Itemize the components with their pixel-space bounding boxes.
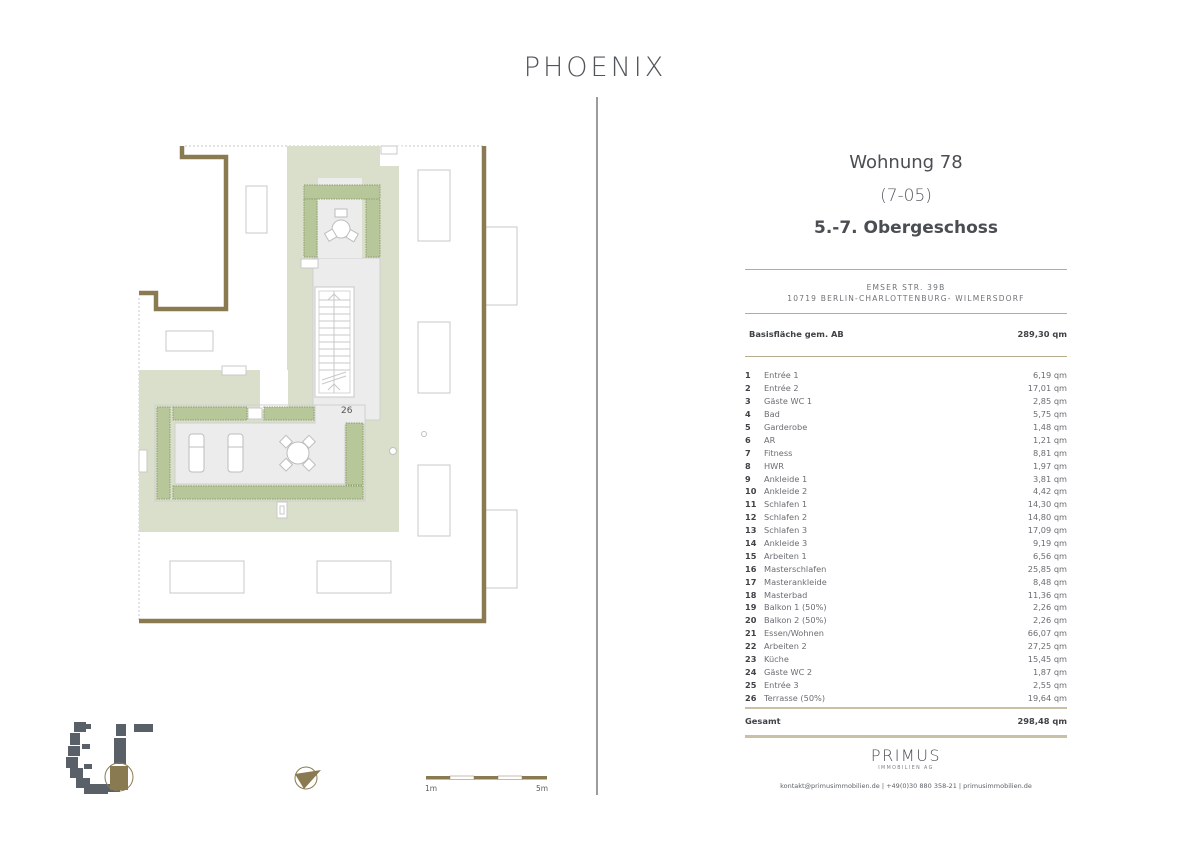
walls [139,146,487,624]
scale-bar [426,775,547,780]
dining-set-small [323,208,360,243]
scale-start-label: 1m [425,784,438,793]
apartment-floor: 5.-7. Obergeschoss [814,218,998,238]
staircase [314,286,355,398]
planters [156,184,381,500]
divider-line [745,269,1067,270]
address-street: EMSER STR. 39B [866,283,946,292]
base-area-row: Basisfläche gem. AB 289,30 qm [749,329,1067,341]
divider-line [745,735,1067,738]
step-block [300,258,319,269]
address-city: 10719 BERLIN-CHARLOTTENBURG- WILMERSDORF [787,294,1025,303]
dining-set-large [278,434,317,472]
vertical-divider [596,97,598,795]
site-key-plan [66,722,153,794]
outlet-box [276,501,288,519]
sun-loungers [188,433,244,473]
primus-logo: PRIMUS IMMOBILIEN AG [745,746,1067,771]
skylights [138,145,518,594]
apartment-title: Wohnung 78 [849,152,963,173]
apartment-code: (7-05) [880,186,932,206]
phoenix-logo: PHOENIX [523,52,667,83]
floor-plan: 26 [0,0,590,848]
base-area-label: Basisfläche gem. AB [749,329,844,339]
planter-gap [247,407,263,420]
brand-subtitle: IMMOBILIEN AG [878,766,934,771]
total-area-row: Gesamt 298,48 qm [745,716,1067,728]
address-block: EMSER STR. 39B 10719 BERLIN-CHARLOTTENBU… [745,282,1067,304]
scale-end-label: 5m [536,784,549,793]
divider-line [745,356,1067,357]
total-label: Gesamt [745,716,781,726]
north-arrow-icon [294,766,321,790]
brand-name: PRIMUS [870,746,942,765]
base-area-value: 289,30 qm [1017,329,1068,339]
divider-line [745,707,1067,709]
floor-plan-drawing: 26 [66,145,547,794]
contact-info: kontakt@primusimmobilien.de | +49(0)30 8… [780,782,1032,790]
room-number-label: 26 [341,406,353,416]
total-value: 298,48 qm [1017,716,1068,726]
divider-line [745,313,1067,314]
